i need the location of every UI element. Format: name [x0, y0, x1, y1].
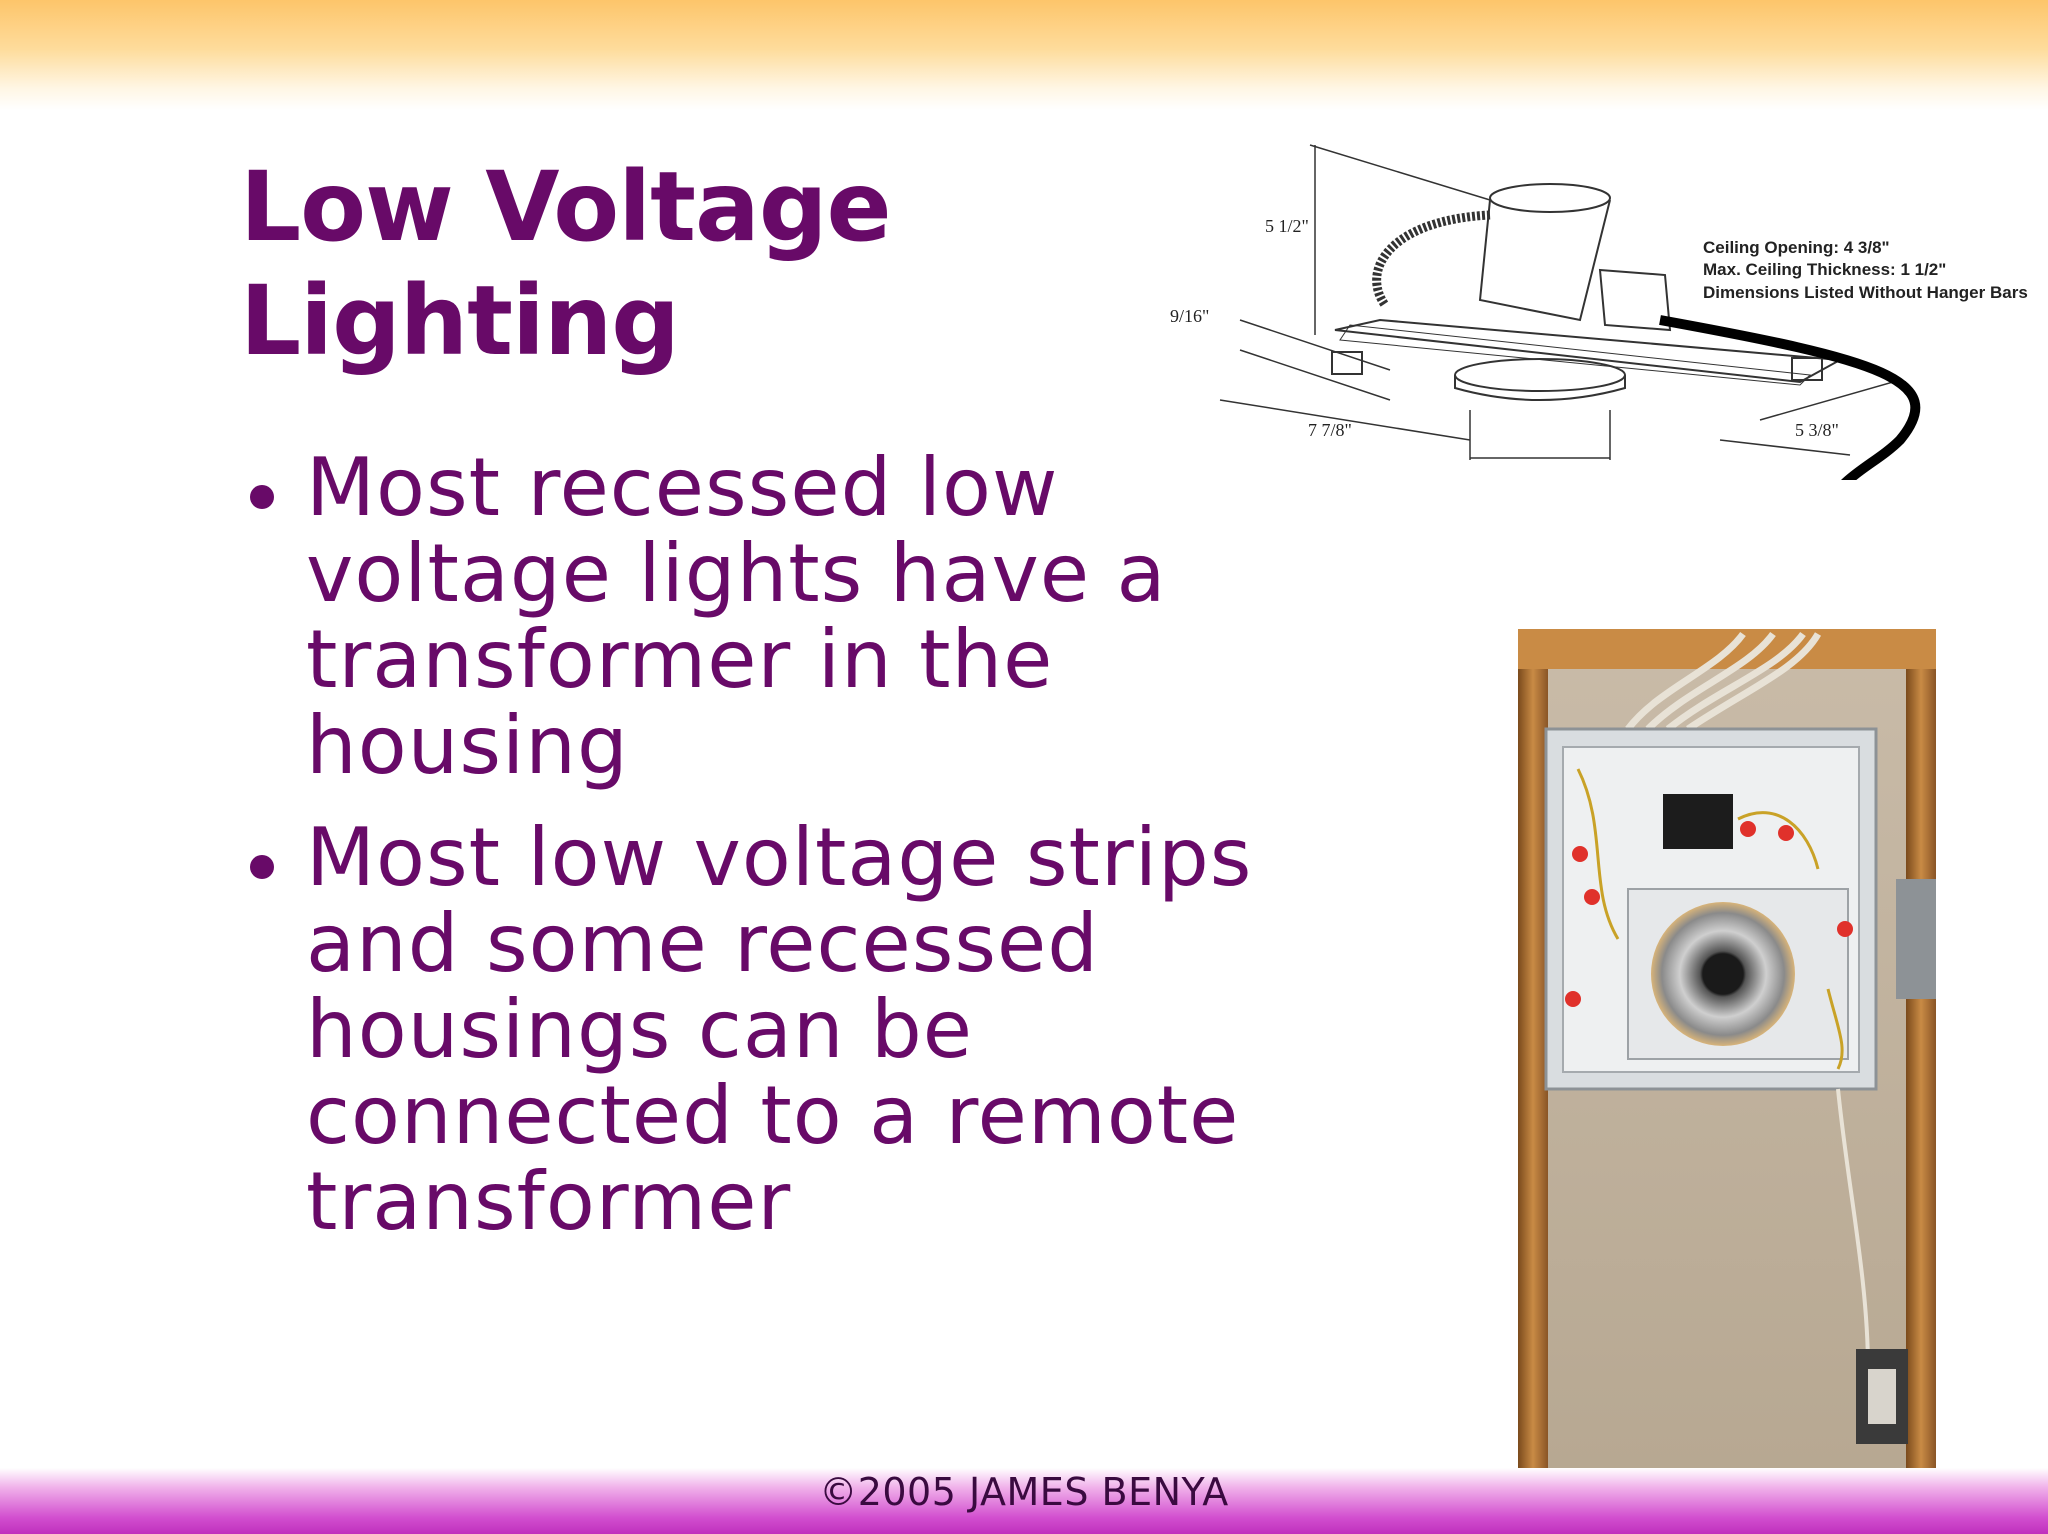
bullet-icon	[250, 485, 274, 509]
recessed-housing-diagram: 5 1/2" 9/16" 7 7/8" 5 3/8" Ceiling Openi…	[1170, 144, 2028, 480]
header-gradient-band	[0, 0, 2048, 110]
title-line-1: Low Voltage	[240, 151, 892, 263]
bullet-item: Most recessed low voltage lights have a …	[250, 445, 1340, 789]
bullet-icon	[250, 855, 274, 879]
spec-ceiling-thickness: Max. Ceiling Thickness: 1 1/2"	[1703, 260, 1946, 279]
footer-gradient-band	[0, 1468, 2048, 1534]
spec-ceiling-opening: Ceiling Opening: 4 3/8"	[1703, 238, 1890, 257]
slide-title: Low Voltage Lighting	[240, 150, 892, 378]
dimension-trim-label: 9/16"	[1170, 306, 1209, 326]
bullet-item: Most low voltage strips and some recesse…	[250, 815, 1340, 1245]
dimension-left-width-label: 7 7/8"	[1308, 420, 1352, 440]
transformer-photo	[1518, 629, 1936, 1469]
copyright-footer: ©2005 JAMES BENYA	[819, 1470, 1229, 1514]
dimension-height-label: 5 1/2"	[1265, 216, 1309, 236]
bullet-text: Most low voltage strips and some recesse…	[306, 811, 1253, 1248]
dimension-right-width-label: 5 3/8"	[1795, 420, 1839, 440]
title-line-2: Lighting	[240, 265, 680, 377]
bullet-text: Most recessed low voltage lights have a …	[306, 441, 1167, 792]
spec-dimensions-note: Dimensions Listed Without Hanger Bars	[1703, 283, 2028, 302]
bullet-list: Most recessed low voltage lights have a …	[250, 445, 1340, 1271]
